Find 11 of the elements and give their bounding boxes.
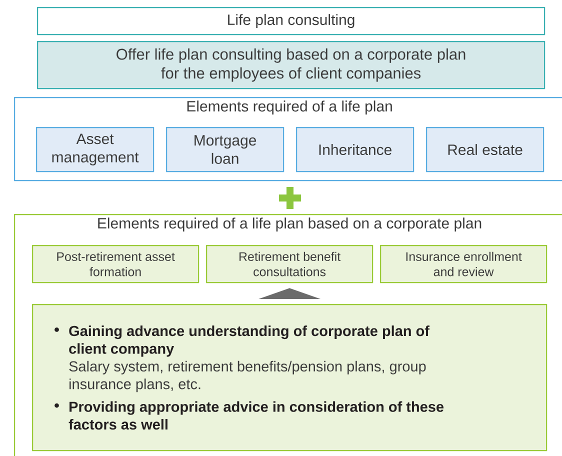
- text-box: Inheritance: [296, 127, 414, 172]
- text-box: Real estate: [426, 127, 544, 172]
- text-box: Post-retirement asset formation: [32, 245, 200, 284]
- text-box: Retirement benefit consultations: [206, 245, 374, 284]
- text-box: Insurance enrollment and review: [380, 245, 548, 284]
- bullet-list-box: Gaining advance understanding of corporate plan of client company Salary system, retirement benefits/pension plans, group insurance plans, etc. Providing appropriate advice in consideration of these factors as well: [32, 304, 548, 452]
- text-box: Mortgage loan: [166, 127, 284, 172]
- arrowhead-triangle: [258, 288, 321, 299]
- text-box: Asset management: [36, 127, 154, 172]
- text-box: Offer life plan consulting based on a corporate plan for the employees of client companies: [37, 41, 546, 90]
- text-box: Life plan consulting: [37, 7, 546, 36]
